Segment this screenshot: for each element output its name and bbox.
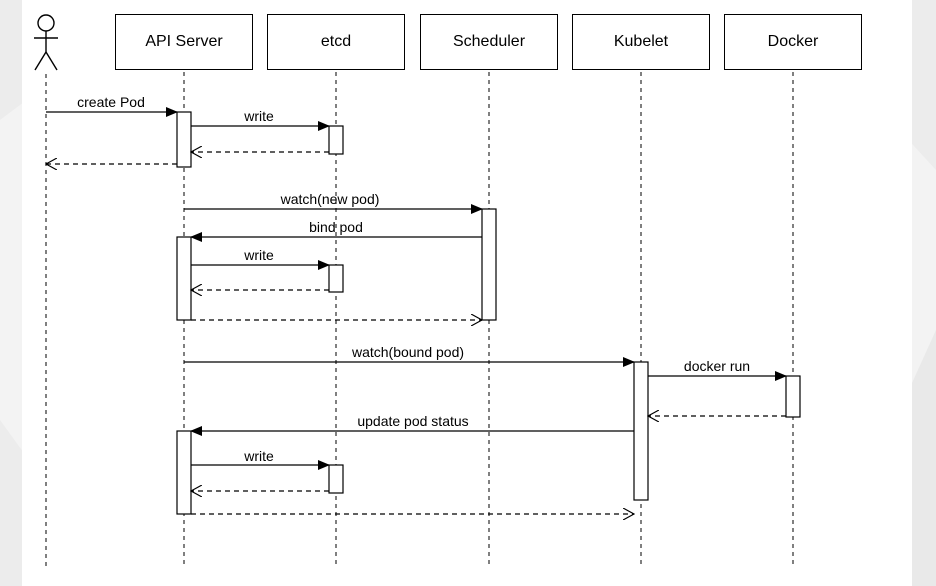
- participant-etcd: etcd: [267, 14, 405, 70]
- activation-bar-docker: [785, 375, 801, 418]
- activation-bar-api: [176, 430, 192, 515]
- message-label-bind-pod: bind pod: [309, 219, 363, 235]
- message-label-docker-run: docker run: [683, 358, 751, 374]
- message-label-write: write: [244, 247, 274, 263]
- message-label-watch-new-pod: watch(new pod): [280, 191, 380, 207]
- message-label-update-pod-status: update pod status: [357, 413, 469, 429]
- activation-bar-etcd: [328, 125, 344, 155]
- activation-bar-scheduler: [481, 208, 497, 321]
- activation-bar-api: [176, 111, 192, 168]
- participant-api-server: API Server: [115, 14, 253, 70]
- participant-scheduler: Scheduler: [420, 14, 558, 70]
- message-label-write: write: [244, 448, 274, 464]
- user-actor-icon: [34, 14, 58, 71]
- message-label-create-pod: create Pod: [77, 94, 145, 110]
- sequence-diagram: [34, 14, 801, 568]
- activation-bar-kubelet: [633, 361, 649, 501]
- activation-bar-etcd: [328, 464, 344, 494]
- participant-docker: Docker: [724, 14, 862, 70]
- activation-bar-api: [176, 236, 192, 321]
- message-label-write: write: [244, 108, 274, 124]
- diagram-panel: API Server etcd Scheduler Kubelet Docker…: [22, 0, 912, 586]
- participant-kubelet: Kubelet: [572, 14, 710, 70]
- message-label-watch-bound-pod: watch(bound pod): [351, 344, 465, 360]
- activation-bar-etcd: [328, 264, 344, 293]
